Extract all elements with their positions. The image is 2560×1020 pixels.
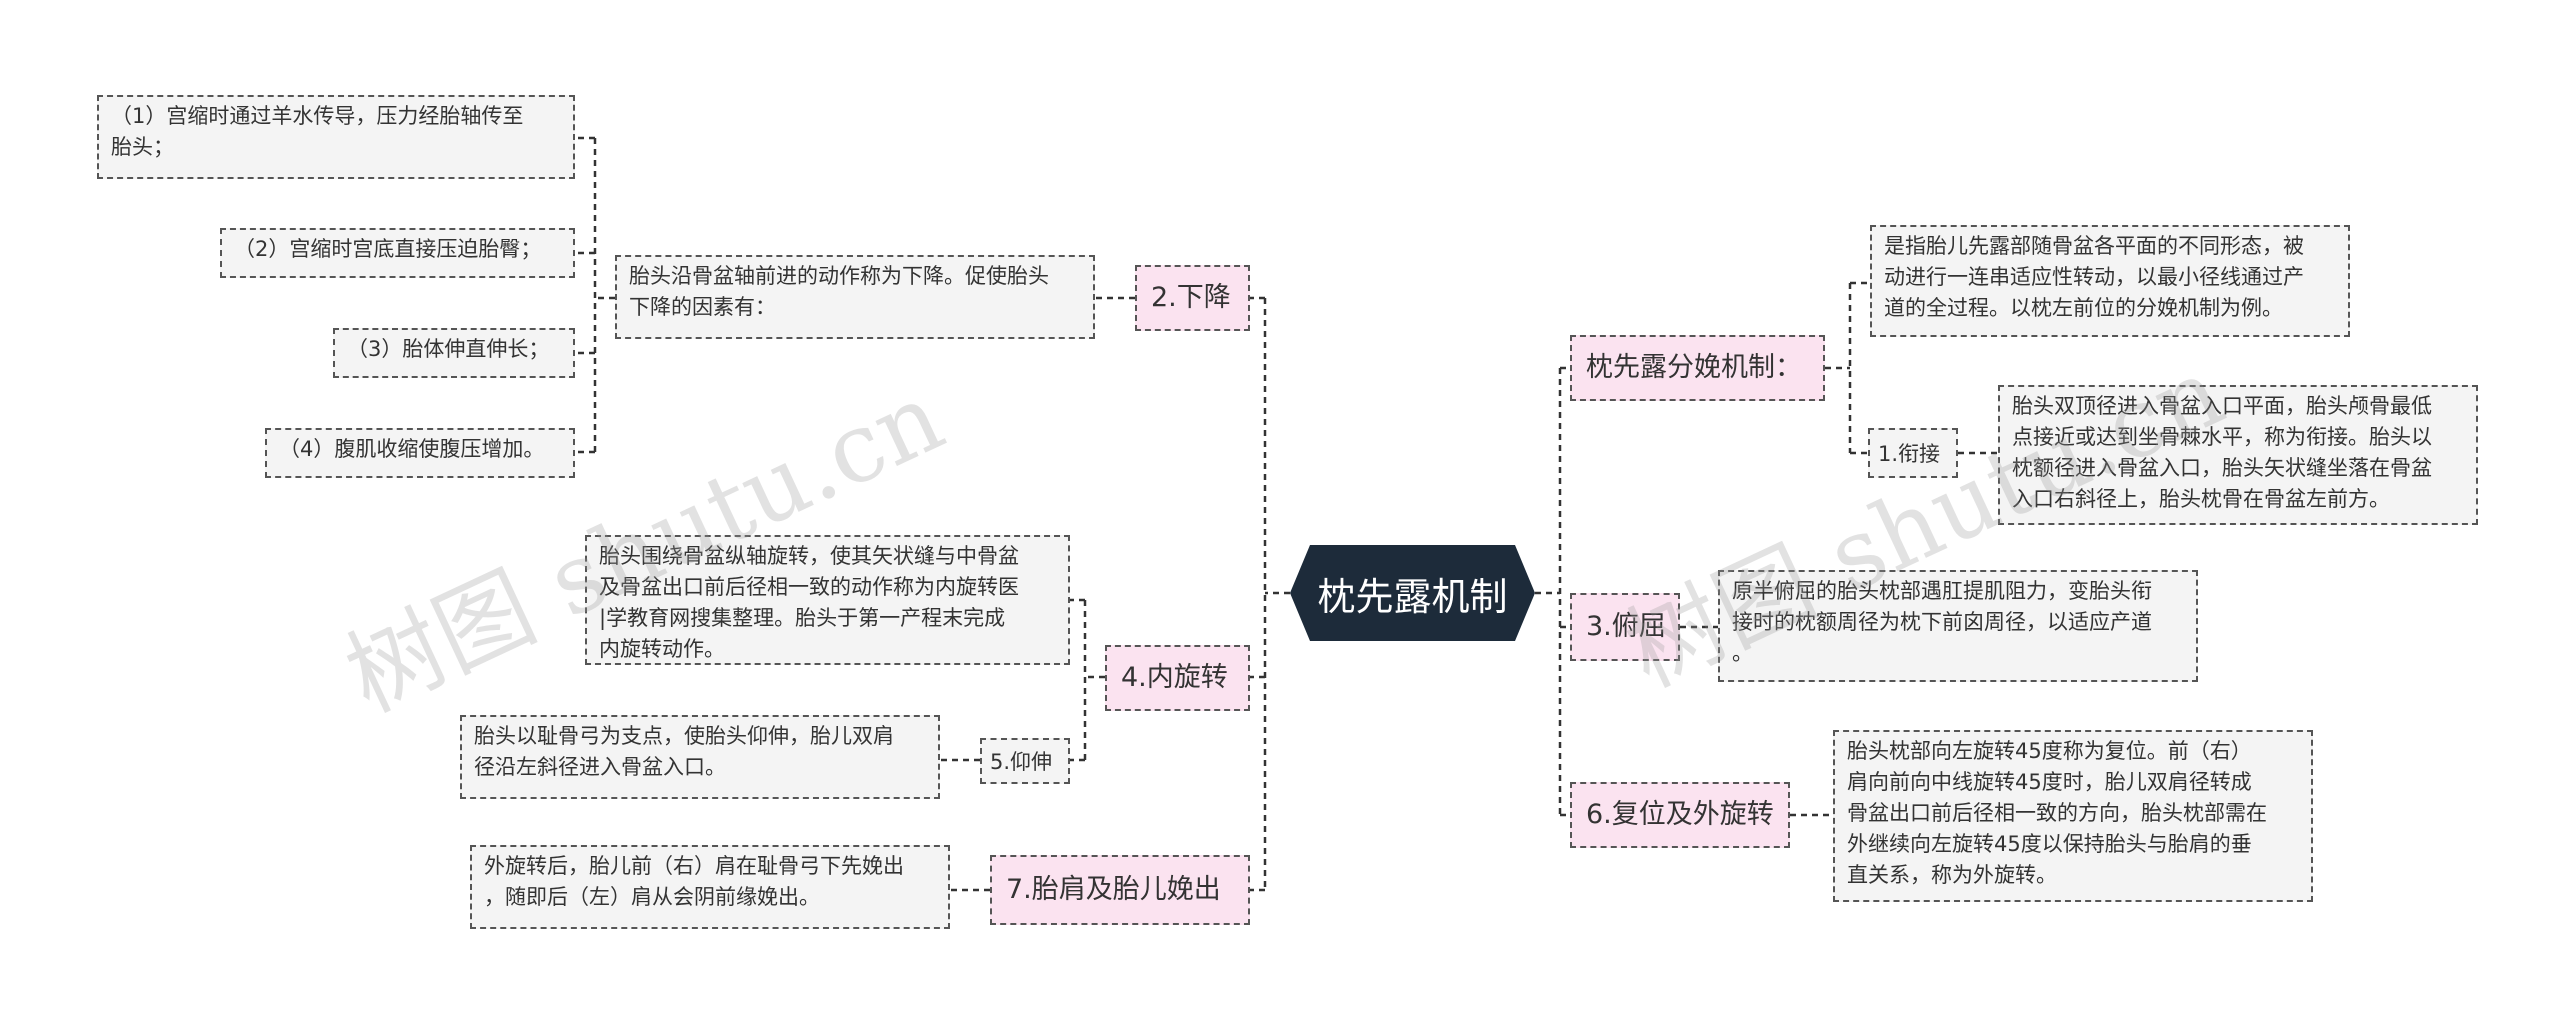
branch-flexion[interactable]: 3.俯屈	[1570, 593, 1680, 661]
descent-factor-4: （4）腹肌收缩使腹压增加。	[265, 428, 575, 478]
branch-delivery[interactable]: 7.胎肩及胎儿娩出	[990, 855, 1250, 925]
engagement-description: 胎头双顶径进入骨盆入口平面，胎头颅骨最低 点接近或达到坐骨棘水平，称为衔接。胎头…	[1998, 385, 2478, 525]
descent-description: 胎头沿骨盆轴前进的动作称为下降。促使胎头 下降的因素有：	[615, 255, 1095, 339]
factor-ticks	[575, 136, 595, 454]
restitution-description: 胎头枕部向左旋转45度称为复位。前（右） 肩向前向中线旋转45度时，胎儿双肩径转…	[1833, 730, 2313, 902]
delivery-description: 外旋转后，胎儿前（右）肩在耻骨弓下先娩出 ，随即后（左）肩从会阴前缘娩出。	[470, 845, 950, 929]
left-branch-ticks	[1250, 296, 1265, 892]
branch-mechanism[interactable]: 枕先露分娩机制：	[1570, 335, 1825, 401]
descent-factor-2: （2）宫缩时宫底直接压迫胎臀；	[220, 228, 575, 278]
right-branch-ticks	[1560, 366, 1570, 817]
mechanism-description: 是指胎儿先露部随骨盆各平面的不同形态，被 动进行一连串适应性转动，以最小径线通过…	[1870, 225, 2350, 337]
branch-restitution[interactable]: 6.复位及外旋转	[1570, 782, 1790, 848]
branch-internal-rotation[interactable]: 4.内旋转	[1105, 645, 1250, 711]
sub-extension[interactable]: 5.仰伸	[980, 738, 1070, 784]
mechanism-ticks	[1850, 281, 1870, 455]
root-topic[interactable]: 枕先露机制	[1290, 545, 1535, 641]
rotation-ticks	[1070, 598, 1085, 762]
extension-description: 胎头以耻骨弓为支点，使胎头仰伸，胎儿双肩 径沿左斜径进入骨盆入口。	[460, 715, 940, 799]
descent-factor-3: （3）胎体伸直伸长；	[333, 328, 575, 378]
descent-factor-1: （1）宫缩时通过羊水传导，压力经胎轴传至 胎头；	[97, 95, 575, 179]
flexion-description: 原半俯屈的胎头枕部遇肛提肌阻力，变胎头衔 接时的枕额周径为枕下前囟周径，以适应产…	[1718, 570, 2198, 682]
sub-engagement[interactable]: 1.衔接	[1868, 428, 1958, 478]
branch-descent[interactable]: 2.下降	[1135, 265, 1250, 331]
internal-rotation-description: 胎头围绕骨盆纵轴旋转，使其矢状缝与中骨盆 及骨盆出口前后径相一致的动作称为内旋转…	[585, 535, 1070, 665]
